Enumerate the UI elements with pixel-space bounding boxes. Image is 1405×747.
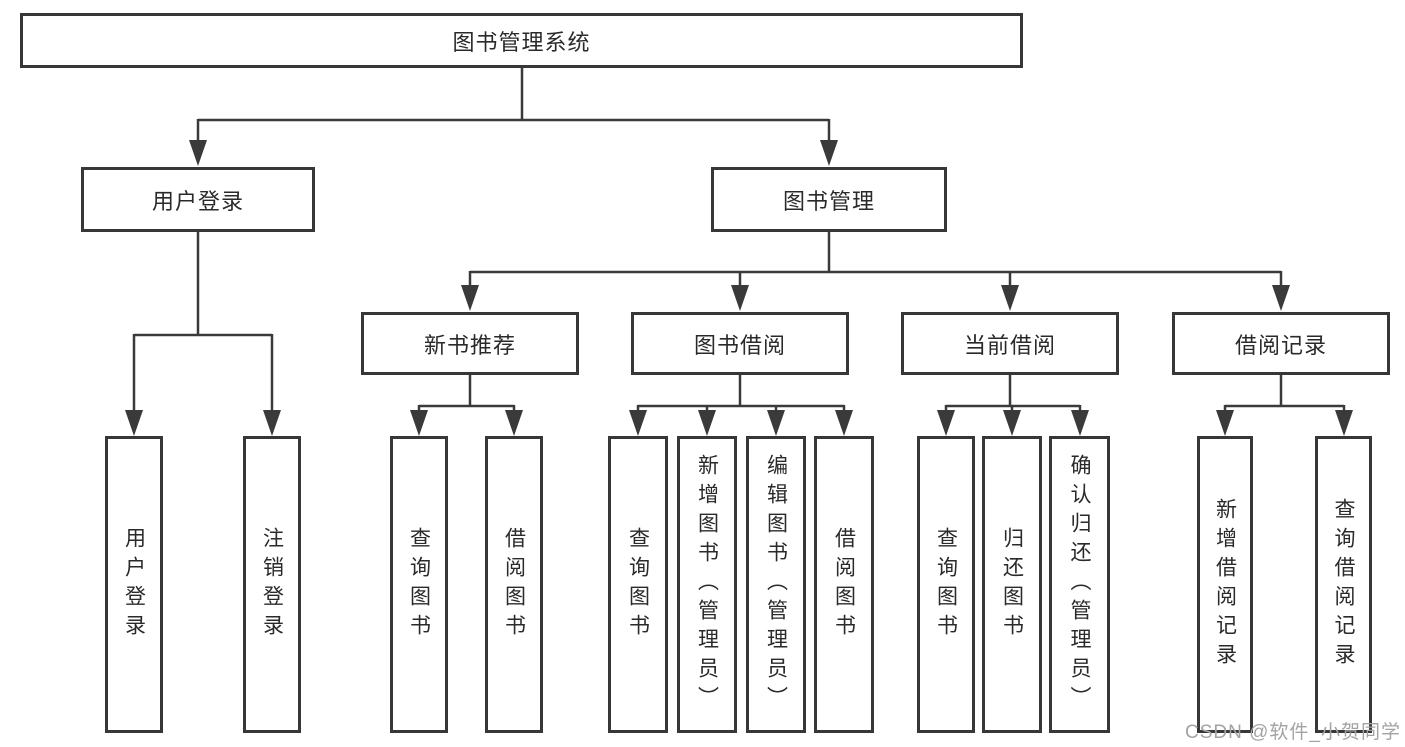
node-user-login: 用户登录 <box>81 167 315 232</box>
node-user-login-label: 用户登录 <box>151 188 244 214</box>
leaf-query-book-1: 查询图书 <box>390 436 448 733</box>
leaf-borrow-book-2-label: 借阅图书 <box>832 526 856 643</box>
node-new-book-recommend: 新书推荐 <box>361 312 579 375</box>
node-book-management-label: 图书管理 <box>782 188 875 214</box>
leaf-user-login-label: 用户登录 <box>122 526 146 643</box>
leaf-confirm-return-admin-label: 确认归还（管理员） <box>1068 454 1091 715</box>
leaf-query-book-3: 查询图书 <box>917 436 975 733</box>
node-borrow-records-label: 借阅记录 <box>1234 332 1327 358</box>
leaf-return-book: 归还图书 <box>982 436 1042 733</box>
leaf-query-borrow-record: 查询借阅记录 <box>1315 436 1372 733</box>
leaf-add-book-admin-label: 新增图书（管理员） <box>695 454 719 715</box>
leaf-add-borrow-record-label: 新增借阅记录 <box>1213 497 1237 672</box>
watermark: CSDN @软件_小贺同学 <box>1185 722 1401 743</box>
node-borrow-records: 借阅记录 <box>1172 312 1390 375</box>
leaf-query-borrow-record-label: 查询借阅记录 <box>1332 497 1355 672</box>
leaf-borrow-book-1-label: 借阅图书 <box>502 526 526 643</box>
node-book-borrow: 图书借阅 <box>631 312 849 375</box>
leaf-edit-book-admin-label: 编辑图书（管理员） <box>764 454 788 715</box>
leaf-query-book-2-label: 查询图书 <box>626 526 650 643</box>
leaf-borrow-book-2: 借阅图书 <box>814 436 874 733</box>
node-book-management: 图书管理 <box>711 167 947 232</box>
connector-arrowheads <box>125 140 1353 436</box>
leaf-confirm-return-admin: 确认归还（管理员） <box>1049 436 1110 733</box>
leaf-user-login: 用户登录 <box>105 436 163 733</box>
node-root-label: 图书管理系统 <box>452 29 591 55</box>
node-current-borrow: 当前借阅 <box>901 312 1119 375</box>
leaf-logout: 注销登录 <box>243 436 301 733</box>
leaf-add-borrow-record: 新增借阅记录 <box>1197 436 1253 733</box>
leaf-query-book-2: 查询图书 <box>608 436 668 733</box>
node-current-borrow-label: 当前借阅 <box>963 332 1056 358</box>
node-root: 图书管理系统 <box>20 13 1023 68</box>
leaf-edit-book-admin: 编辑图书（管理员） <box>746 436 806 733</box>
leaf-query-book-3-label: 查询图书 <box>934 526 958 643</box>
leaf-borrow-book-1: 借阅图书 <box>485 436 543 733</box>
leaf-logout-label: 注销登录 <box>260 526 284 643</box>
leaf-query-book-1-label: 查询图书 <box>407 526 431 643</box>
leaf-add-book-admin: 新增图书（管理员） <box>677 436 737 733</box>
node-book-borrow-label: 图书借阅 <box>693 332 786 358</box>
node-new-book-recommend-label: 新书推荐 <box>423 332 516 358</box>
leaf-return-book-label: 归还图书 <box>1000 526 1024 643</box>
